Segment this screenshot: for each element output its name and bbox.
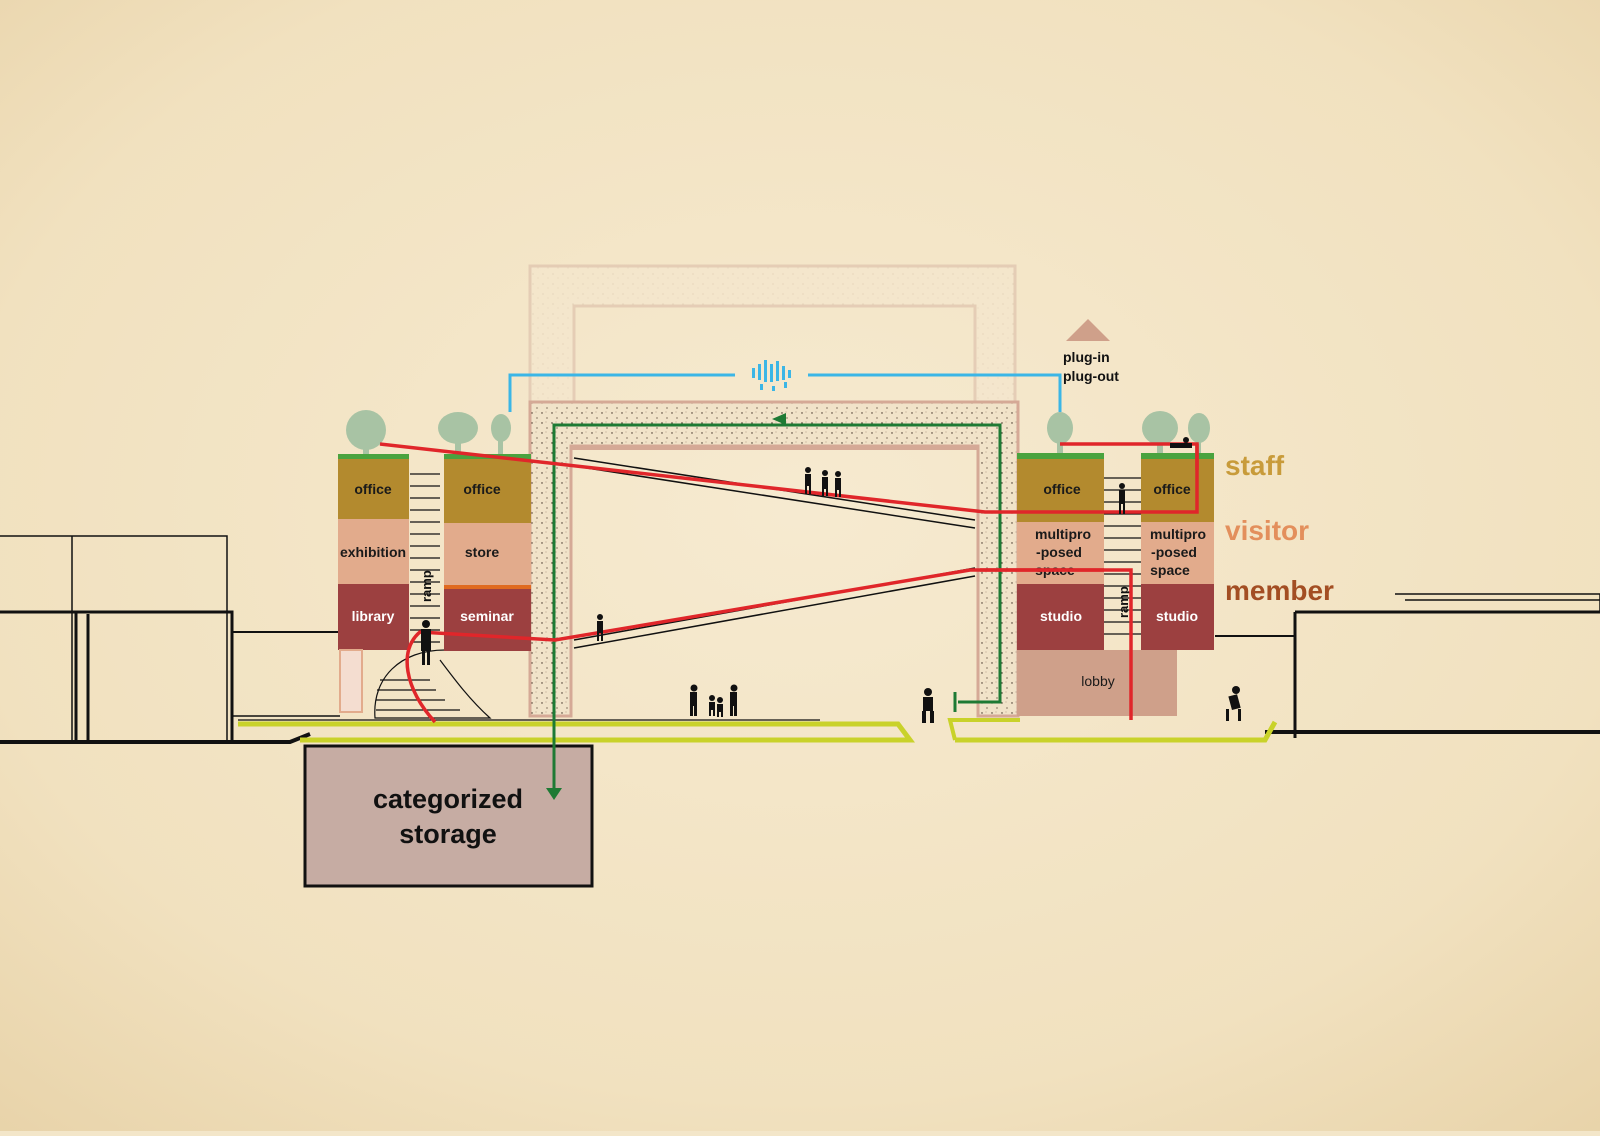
legend-member: member	[1225, 575, 1334, 606]
label-multipurpose-2a: multipro	[1150, 526, 1206, 542]
label-office-1: office	[354, 481, 392, 497]
room-office-2	[444, 459, 531, 523]
label-multipurpose-1a: multipro	[1035, 526, 1091, 542]
room-library	[338, 584, 409, 650]
label-office-3: office	[1043, 481, 1081, 497]
room-exhibition	[338, 519, 409, 584]
ramp-label-right: ramp	[1116, 586, 1131, 618]
label-library: library	[352, 608, 395, 624]
label-seminar: seminar	[460, 608, 514, 624]
label-studio-1: studio	[1040, 608, 1082, 624]
tower-left-a: office exhibition library	[338, 454, 409, 713]
data-path	[508, 373, 1062, 412]
label-multipurpose-2b: -posed	[1151, 544, 1197, 560]
room-office-1	[338, 459, 409, 519]
tower-right-a: office multipro -posed space studio	[1017, 453, 1104, 650]
tree-icon	[346, 410, 1210, 454]
plug-group: plug-in plug-out	[1063, 319, 1119, 384]
plug-in-label: plug-in	[1063, 349, 1110, 365]
room-studio-1	[1017, 584, 1104, 650]
room-lobby	[1017, 650, 1177, 716]
visitor-path	[379, 442, 1199, 724]
storage-label-line1: categorized	[373, 784, 523, 814]
label-multipurpose-1b: -posed	[1036, 544, 1082, 560]
label-store: store	[465, 544, 499, 560]
tower-right-b: office multipro -posed space studio	[1141, 453, 1214, 650]
legend-visitor: visitor	[1225, 515, 1309, 546]
tower-left-b: office store seminar	[444, 454, 531, 651]
ramp-label-left: ramp	[419, 570, 434, 602]
label-office-2: office	[463, 481, 501, 497]
ground	[0, 718, 1600, 744]
plug-out-label: plug-out	[1063, 368, 1119, 384]
storage-box: categorized storage	[303, 744, 594, 888]
storage-path	[546, 413, 1002, 800]
room-multipurpose-2	[1141, 522, 1214, 584]
room-multipurpose-1	[1017, 522, 1104, 584]
room-studio-2	[1141, 584, 1214, 650]
lobby-block: lobby	[1017, 650, 1177, 716]
label-multipurpose-2c: space	[1150, 562, 1190, 578]
data-stream-icon	[752, 360, 791, 391]
label-lobby: lobby	[1081, 673, 1114, 689]
triangle-up-icon	[1066, 319, 1110, 341]
neighbour-right	[1215, 593, 1600, 738]
room-seminar	[444, 589, 531, 651]
room-store	[444, 523, 531, 585]
storage-label-line2: storage	[399, 819, 497, 849]
legend-staff: staff	[1225, 450, 1285, 481]
person-silhouette-icon	[421, 437, 1241, 723]
label-office-4: office	[1153, 481, 1191, 497]
legend: staff visitor member	[1225, 450, 1334, 606]
label-exhibition: exhibition	[340, 544, 406, 560]
label-studio-2: studio	[1156, 608, 1198, 624]
